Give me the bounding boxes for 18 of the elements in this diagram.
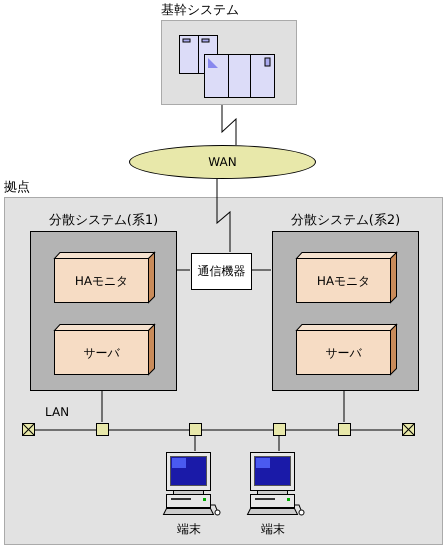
block-label: サーバ <box>82 344 121 360</box>
device-label: 通信機器 <box>198 263 246 280</box>
block-label: HAモニタ <box>316 272 372 288</box>
connector-line <box>278 436 280 452</box>
connector-line <box>216 178 230 252</box>
block-label: HAモニタ <box>74 272 130 288</box>
terminal-label: 端末 <box>177 521 201 538</box>
connector-line <box>194 436 196 452</box>
block-label: サーバ <box>324 344 363 360</box>
device-box <box>191 253 252 290</box>
group-title: 分散システム(系2) <box>290 213 400 229</box>
network-label: WAN <box>208 155 237 169</box>
group-title: 基幹システム <box>161 3 239 19</box>
group-title: 分散システム(系1) <box>48 213 158 229</box>
terminal-label: 端末 <box>261 521 285 538</box>
connector-line <box>222 104 236 146</box>
group-title: 拠点 <box>4 180 30 196</box>
network-label: LAN <box>45 405 70 419</box>
